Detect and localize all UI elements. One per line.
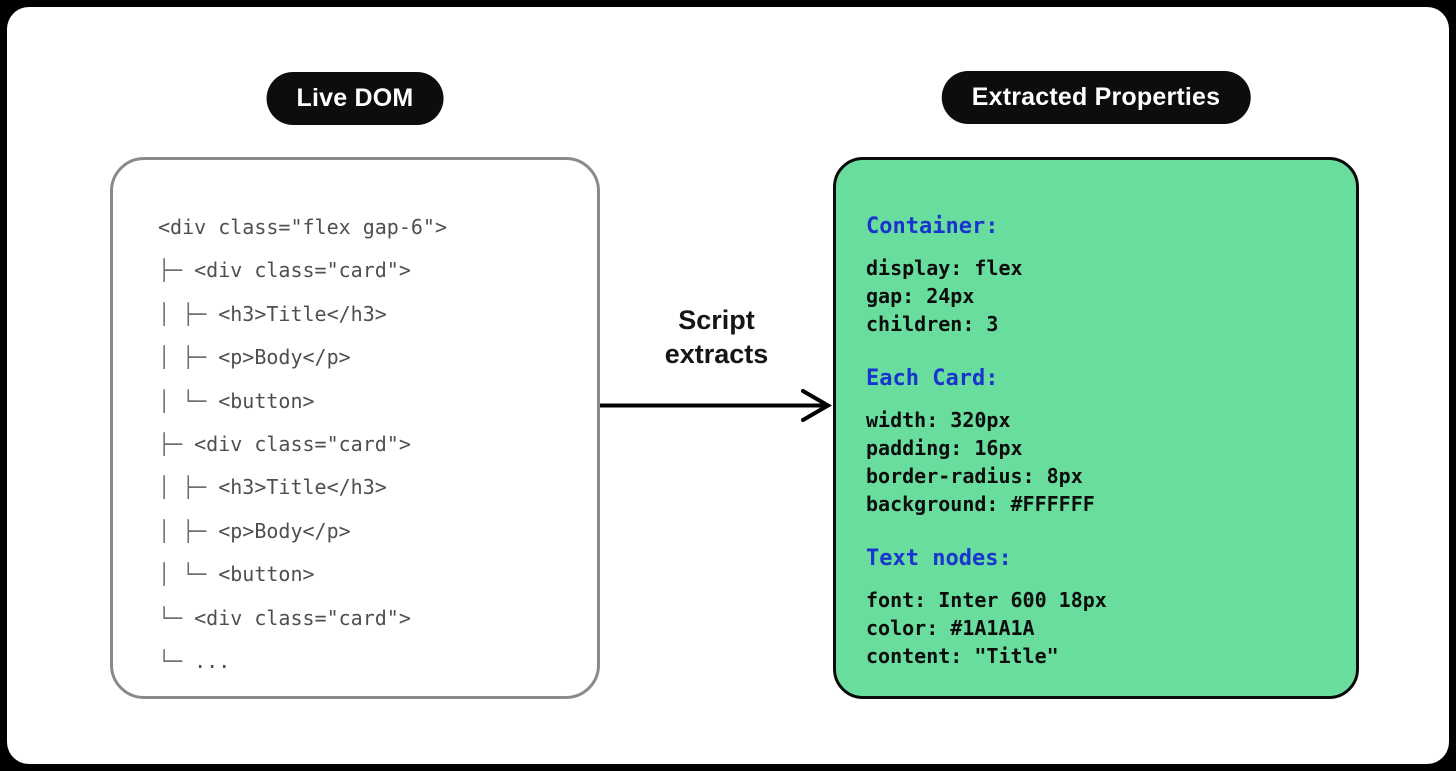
code-text: <button> <box>218 388 315 413</box>
code-text: <p>Body</p> <box>218 518 351 543</box>
property-line: background: #FFFFFF <box>866 492 1095 516</box>
property-line: children: 3 <box>866 312 999 336</box>
tree-connector: ├─ <box>158 258 195 283</box>
arrow-label: Script extracts <box>600 303 833 371</box>
dom-tree-line: └─ ... <box>158 640 577 683</box>
dom-tree-line: │ ├─ <h3>Title</h3> <box>158 293 577 336</box>
dom-tree-line: │ └─ <button> <box>158 553 577 596</box>
property-line: padding: 16px <box>866 436 1023 460</box>
property-line: gap: 24px <box>866 284 975 308</box>
code-text: <div class="card"> <box>194 605 411 630</box>
code-text: <p>Body</p> <box>218 345 351 370</box>
right-arrow-icon <box>600 389 832 422</box>
property-section-heading: Container: <box>866 214 999 239</box>
property-line: color: #1A1A1A <box>866 616 1035 640</box>
property-section: Text nodes: font: Inter 600 18px color: #1… <box>866 544 1332 670</box>
property-section-heading: Text nodes: <box>866 546 1012 571</box>
properties-sections: Container: display: flex gap: 24px children… <box>866 212 1332 670</box>
code-text: <h3>Title</h3> <box>218 475 387 500</box>
property-line: width: 320px <box>866 408 1011 432</box>
code-text: <button> <box>218 562 315 587</box>
property-line: font: Inter 600 18px <box>866 588 1107 612</box>
diagram-canvas: Live DOM Extracted Properties <div class… <box>7 7 1449 764</box>
live-dom-badge: Live DOM <box>266 72 444 125</box>
code-text: <div class="card"> <box>194 258 411 283</box>
arrow-label-line2: extracts <box>664 339 769 369</box>
tree-connector: │ ├─ <box>158 475 219 500</box>
property-section-heading: Each Card: <box>866 366 999 391</box>
dom-tree-line: │ └─ <button> <box>158 380 577 423</box>
tree-connector: │ └─ <box>158 388 219 413</box>
dom-tree-panel: <div class="flex gap-6"> ├─ <div class="c… <box>110 157 600 699</box>
code-text: ... <box>194 649 231 674</box>
dom-tree-line: │ ├─ <p>Body</p> <box>158 336 577 379</box>
property-line: border-radius: 8px <box>866 464 1083 488</box>
dom-tree-line: └─ <div class="card"> <box>158 597 577 640</box>
tree-connector: │ ├─ <box>158 301 219 326</box>
property-line: content: "Title" <box>866 644 1059 668</box>
dom-tree: <div class="flex gap-6"> ├─ <div class="c… <box>158 206 577 683</box>
arrow-label-line1: Script <box>678 305 755 335</box>
tree-connector: │ ├─ <box>158 518 219 543</box>
tree-connector: └─ <box>158 605 195 630</box>
dom-tree-line: │ ├─ <p>Body</p> <box>158 510 577 553</box>
dom-tree-line: <div class="flex gap-6"> <box>158 206 577 249</box>
dom-tree-line: ├─ <div class="card"> <box>158 423 577 466</box>
property-line: display: flex <box>866 256 1023 280</box>
property-section: Container: display: flex gap: 24px children… <box>866 212 1332 338</box>
extracted-properties-panel: Container: display: flex gap: 24px children… <box>833 157 1359 699</box>
dom-tree-line: ├─ <div class="card"> <box>158 249 577 292</box>
tree-connector: └─ <box>158 649 195 674</box>
dom-tree-line: │ ├─ <h3>Title</h3> <box>158 466 577 509</box>
tree-connector: │ └─ <box>158 562 219 587</box>
property-section: Each Card: width: 320px padding: 16px borde… <box>866 364 1332 518</box>
code-text: <h3>Title</h3> <box>218 301 387 326</box>
extracted-properties-badge: Extracted Properties <box>941 71 1251 124</box>
tree-connector: ├─ <box>158 432 195 457</box>
code-text: <div class="card"> <box>194 432 411 457</box>
tree-connector: │ ├─ <box>158 345 219 370</box>
code-text: <div class="flex gap-6"> <box>158 215 447 239</box>
